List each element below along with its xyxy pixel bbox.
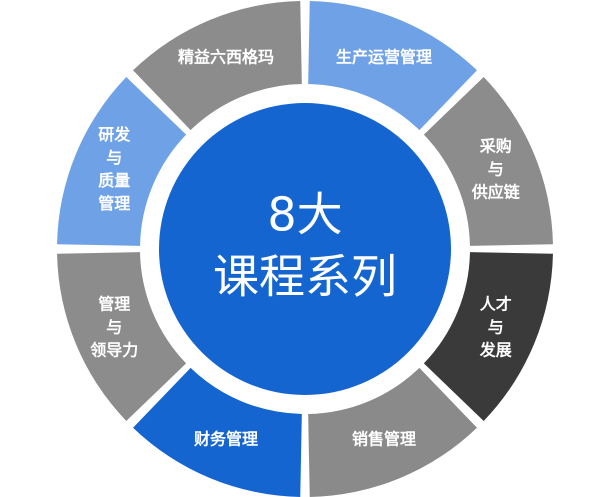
center-title-line2: 课程系列 [213, 250, 397, 304]
segment-rnd-shape [57, 77, 187, 246]
segment-finance-shape [133, 367, 302, 497]
segment-sales: 销售管理 [308, 367, 477, 497]
segment-sales-shape [308, 367, 477, 497]
segment-six-sigma: 精益六西格玛 [133, 1, 302, 131]
segment-procurement-label-line-2: 与 [488, 160, 504, 179]
segment-talent-label-line-3: 发展 [479, 341, 513, 360]
segment-rnd-label-line-4: 管理 [98, 194, 130, 213]
segment-finance: 财务管理 [133, 367, 302, 497]
segment-rnd-label-line-3: 质量 [98, 171, 130, 190]
segment-rnd-label-line-1: 研发 [98, 125, 131, 144]
segment-procurement-shape [423, 77, 553, 246]
segment-production-label-line-1: 生产运营管理 [336, 48, 432, 67]
segment-six-sigma-shape [133, 1, 302, 131]
segment-procurement-label-line-3: 供应链 [471, 183, 521, 202]
center-title-line1: 8大 [267, 188, 342, 242]
segment-six-sigma-label-line-1: 精益六西格玛 [178, 48, 274, 67]
segment-leadership-shape [57, 252, 187, 421]
segment-rnd-label-line-2: 与 [106, 148, 122, 167]
segment-production: 生产运营管理 [308, 1, 477, 131]
segment-talent-label-line-1: 人才 [480, 295, 512, 314]
segment-leadership-label-line-2: 与 [106, 318, 122, 337]
segment-finance-label-line-1: 财务管理 [193, 429, 258, 448]
segment-leadership-label-line-3: 领导力 [90, 341, 138, 360]
segment-talent-label-line-2: 与 [488, 318, 504, 337]
segment-talent-shape [423, 252, 553, 421]
center-circle [159, 103, 451, 395]
segment-production-shape [308, 1, 477, 131]
segment-sales-label-line-1: 销售管理 [352, 429, 416, 448]
segment-leadership-label-line-1: 管理 [98, 295, 130, 314]
course-ring: 生产运营管理采购与供应链人才与发展销售管理财务管理管理与领导力研发与质量管理精益… [57, 1, 553, 497]
segment-procurement-label-line-1: 采购 [479, 137, 512, 156]
